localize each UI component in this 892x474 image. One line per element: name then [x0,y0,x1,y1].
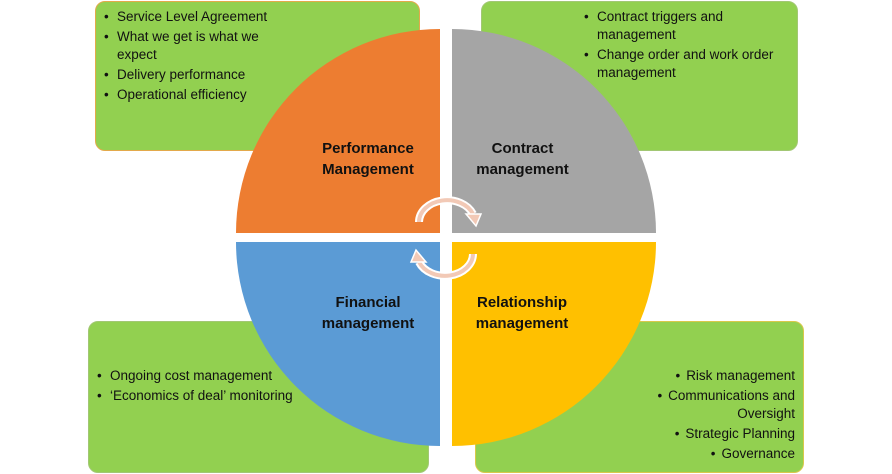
label-line: Relationship [476,294,567,311]
list-item: Operational efficiency [103,86,293,104]
label-line: management [321,315,415,332]
contract-label: Contract management [455,138,590,180]
financial-label: Financial management [298,292,438,334]
label-line: management [476,161,569,178]
financial-quadrant [236,242,440,446]
label-line: Management [322,161,414,178]
list-item: What we get is what we expect [103,28,293,64]
list-item: Delivery performance [103,66,293,84]
performance-label: Performance Management [298,138,438,180]
label-line: management [475,315,569,332]
relationship-label: Relationship management [452,292,592,334]
performance-bullets: Service Level Agreement What we get is w… [103,8,293,106]
list-item: Governance [625,445,795,463]
list-item: Change order and work order management [583,46,788,82]
contract-bullets: Contract triggers and management Change … [583,8,788,84]
relationship-bullets: Risk management Communications and Overs… [625,367,795,465]
performance-quadrant [236,29,440,233]
label-line: Contract [491,140,554,157]
list-item: Service Level Agreement [103,8,293,26]
financial-bullets: Ongoing cost management ‘Economics of de… [96,367,336,407]
label-line: Performance [322,140,414,157]
relationship-quadrant [452,242,656,446]
list-item: ‘Economics of deal’ monitoring [96,387,336,405]
list-item: Ongoing cost management [96,367,336,385]
contract-quadrant [452,29,656,233]
list-item: Strategic Planning [625,425,795,443]
list-item: Communications and Oversight [625,387,795,423]
circular-arrows-icon [409,196,483,280]
list-item: Contract triggers and management [583,8,788,44]
label-line: Financial [335,294,401,311]
list-item: Risk management [625,367,795,385]
